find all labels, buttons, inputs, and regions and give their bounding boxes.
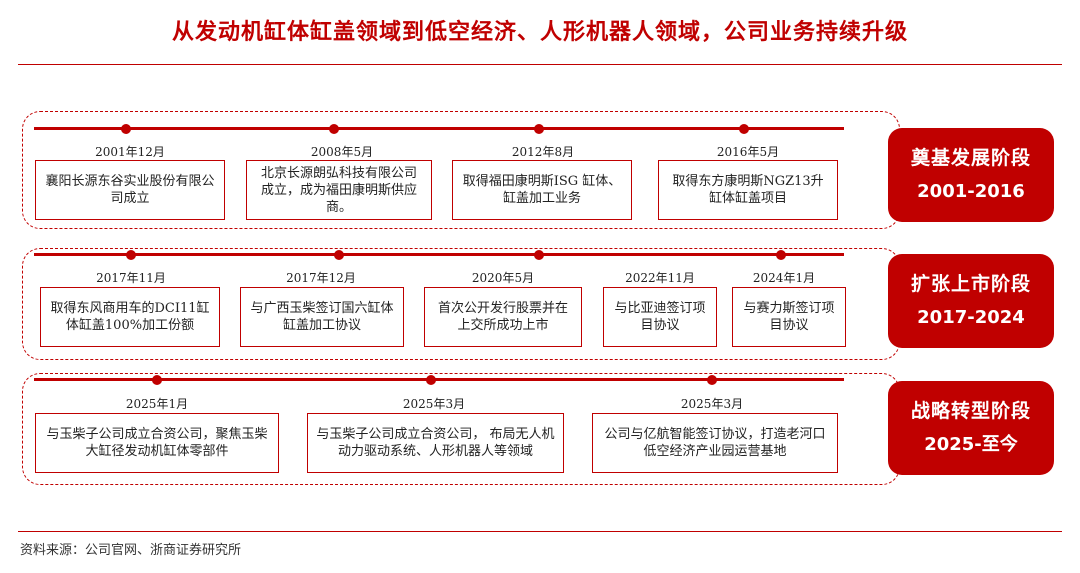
event-date: 2012年8月 [511,145,575,159]
event-date: 2020年5月 [471,271,535,285]
timeline-dot [534,124,544,134]
event-card: 与赛力斯签订项目协议 [732,287,846,347]
timeline-dot [152,375,162,385]
event-date: 2024年1月 [752,271,816,285]
source-note: 资料来源：公司官网、浙商证券研究所 [20,543,242,558]
event-card: 与广西玉柴签订国六缸体缸盖加工协议 [240,287,404,347]
event-card: 取得福田康明斯ISG 缸体、缸盖加工业务 [452,160,632,220]
event-card: 与玉柴子公司成立合资公司，聚焦玉柴大缸径发动机缸体零部件 [35,413,279,473]
stage-badge-expansion: 扩张上市阶段 2017-2024 [888,254,1054,348]
timeline-dot [334,250,344,260]
timeline-dot [534,250,544,260]
event-card: 公司与亿航智能签订协议，打造老河口低空经济产业园运营基地 [592,413,838,473]
stage-years: 2001-2016 [917,181,1025,202]
event-date: 2025年3月 [680,397,744,411]
event-date: 2017年11月 [96,271,166,285]
page-title: 从发动机缸体缸盖领域到低空经济、人形机器人领域，公司业务持续升级 [171,20,908,45]
event-card: 取得东方康明斯NGZ13升缸体缸盖项目 [658,160,838,220]
stage-badge-transformation: 战略转型阶段 2025-至今 [888,381,1054,475]
timeline-dot [329,124,339,134]
event-date: 2025年1月 [125,397,189,411]
event-date: 2022年11月 [625,271,695,285]
timeline-dot [121,124,131,134]
event-card: 首次公开发行股票并在上交所成功上市 [424,287,582,347]
stage-years: 2025-至今 [924,434,1018,455]
timeline-dot [739,124,749,134]
event-date: 2008年5月 [310,145,374,159]
event-card: 与比亚迪签订项目协议 [603,287,717,347]
event-date: 2017年12月 [286,271,356,285]
timeline-line [34,127,844,130]
event-date: 2016年5月 [716,145,780,159]
timeline-dot [776,250,786,260]
timeline-dot [426,375,436,385]
timeline-dot [126,250,136,260]
title-divider [18,64,1062,65]
footer-divider [18,531,1062,532]
event-date: 2025年3月 [402,397,466,411]
event-card: 襄阳长源东谷实业股份有限公司成立 [35,160,225,220]
stage-badge-foundation: 奠基发展阶段 2001-2016 [888,128,1054,222]
event-card: 取得东风商用车的DCI11缸体缸盖100%加工份额 [40,287,220,347]
timeline-dot [707,375,717,385]
timeline-line [34,378,844,381]
stage-name: 奠基发展阶段 [910,147,1031,169]
event-date: 2001年12月 [95,145,165,159]
stage-years: 2017-2024 [917,307,1025,328]
timeline-line [34,253,844,256]
stage-name: 扩张上市阶段 [910,273,1031,295]
event-card: 与玉柴子公司成立合资公司， 布局无人机动力驱动系统、人形机器人等领域 [307,413,564,473]
stage-name: 战略转型阶段 [910,400,1031,422]
event-card: 北京长源朗弘科技有限公司成立，成为福田康明斯供应商。 [246,160,432,220]
